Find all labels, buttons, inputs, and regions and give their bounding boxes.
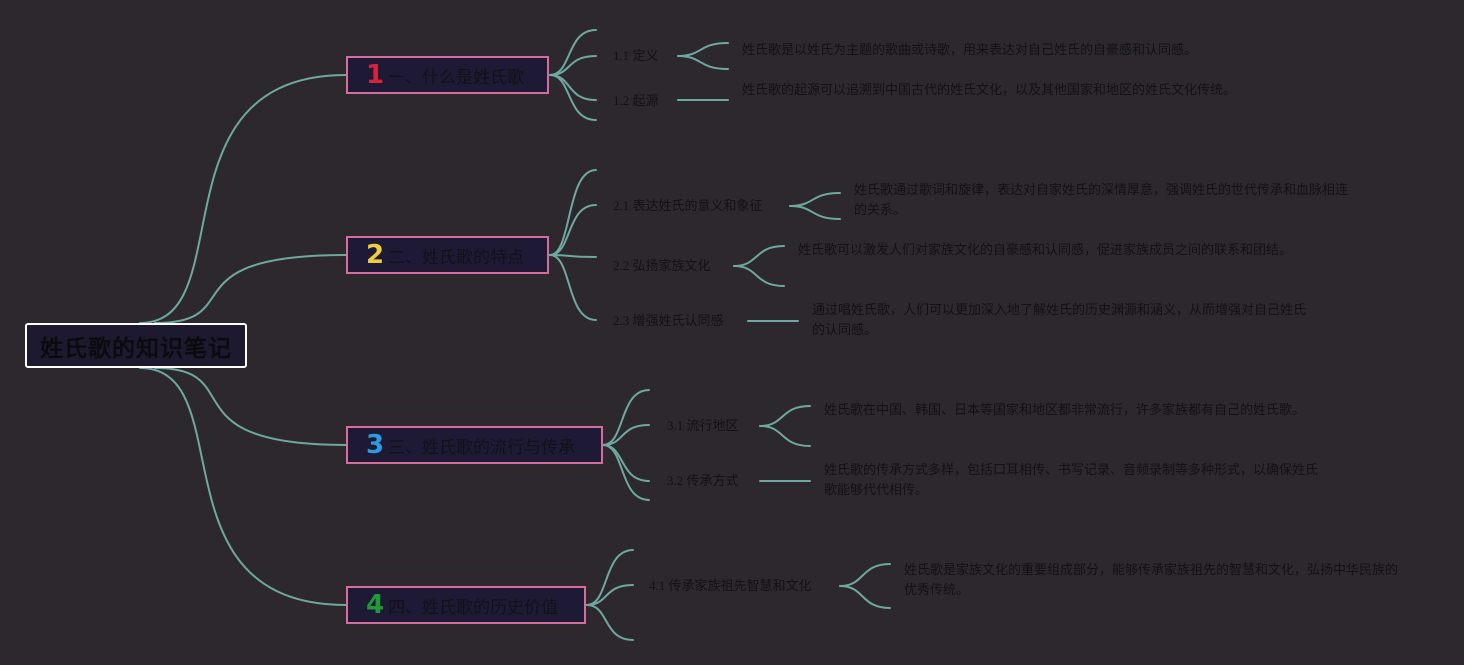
link-sub-2-1-1	[789, 192, 841, 207]
fan-branch-3-1	[602, 389, 650, 446]
subtopic-2-2[interactable]: 2.2 弘扬家族文化	[613, 258, 711, 273]
branch-node-2[interactable]: 2 二、姓氏歌的特点	[346, 236, 549, 274]
subtopic-4-1-description: 姓氏歌是家族文化的重要组成部分，能够传承家族祖先的智慧和文化，弘扬中华民族的优秀…	[904, 563, 1399, 598]
branch-label-2: 二、姓氏歌的特点	[388, 247, 525, 268]
branch-number-1: 1	[366, 60, 385, 90]
subtopic-3-2-description: 姓氏歌的传承方式多样，包括口耳相传、书写记录、音频录制等多种形式，以确保姓氏歌能…	[824, 463, 1319, 498]
subtopic-2-1-description: 姓氏歌通过歌词和旋律，表达对自家姓氏的深情厚意，强调姓氏的世代传承和血脉相连的关…	[854, 183, 1349, 218]
fan-branch-1-2	[549, 55, 597, 76]
branch-number-2: 2	[366, 240, 385, 270]
subtopic-3-1-description: 姓氏歌在中国、韩国、日本等国家和地区都非常流行，许多家族都有自己的姓氏歌。	[824, 403, 1306, 418]
branch-number-4: 4	[366, 590, 385, 620]
fan-branch-1-1	[549, 29, 597, 76]
link-root-branch-1	[139, 74, 347, 324]
link-sub-2-2-1	[733, 245, 785, 267]
subtopic-1-2[interactable]: 1.2 起源	[613, 93, 659, 108]
link-sub-4-1-1	[839, 563, 891, 587]
branch-number-3: 3	[366, 430, 385, 460]
subtopic-2-3-description: 通过唱姓氏歌，人们可以更加深入地了解姓氏的历史渊源和涵义，从而增强对自己姓氏的认…	[812, 303, 1307, 338]
fan-branch-2-3	[549, 254, 597, 258]
link-root-branch-3	[154, 367, 347, 446]
link-sub-2-1-2	[789, 205, 841, 220]
link-sub-1-1-2	[677, 55, 729, 70]
branch-node-4[interactable]: 4 四、姓氏歌的历史价值	[346, 586, 586, 624]
root-title: 姓氏歌的知识笔记	[40, 335, 232, 362]
subtopic-3-2[interactable]: 3.2 传承方式	[667, 473, 739, 488]
fan-branch-2-4	[549, 254, 597, 321]
link-root-branch-4	[139, 367, 347, 606]
link-sub-4-1-2	[839, 585, 891, 609]
fan-branch-4-1	[586, 549, 634, 606]
fan-branch-2-1	[549, 169, 597, 256]
subtopic-4-1[interactable]: 4.1 传承家族祖先智慧和文化	[649, 578, 812, 593]
branch-label-1: 一、什么是姓氏歌	[388, 67, 525, 88]
fan-branch-3-4	[602, 444, 650, 501]
branch-label-3: 三、姓氏歌的流行与传承	[388, 437, 576, 458]
fan-branch-3-2	[602, 424, 650, 446]
branch-node-3[interactable]: 3 三、姓氏歌的流行与传承	[346, 426, 603, 464]
subtopic-1-2-description: 姓氏歌的起源可以追溯到中国古代的姓氏文化，以及其他国家和地区的姓氏文化传统。	[742, 83, 1237, 98]
branch-label-4: 四、姓氏歌的历史价值	[388, 597, 559, 618]
branch-node-1[interactable]: 1 一、什么是姓氏歌	[346, 56, 549, 94]
link-sub-3-1-1	[759, 405, 811, 427]
subtopic-3-1[interactable]: 3.1 流行地区	[667, 418, 739, 433]
subtopic-2-1[interactable]: 2.1 表达姓氏的意义和象征	[613, 198, 763, 213]
root-node[interactable]: 姓氏歌的知识笔记	[25, 323, 247, 368]
link-sub-1-1-1	[677, 42, 729, 57]
subtopic-1-1[interactable]: 1.1 定义	[613, 48, 659, 63]
subtopic-2-3[interactable]: 2.3 增强姓氏认同感	[613, 313, 724, 328]
link-sub-2-2-2	[733, 265, 785, 287]
fan-branch-2-2	[549, 204, 597, 256]
fan-branch-4-3	[586, 604, 634, 641]
subtopic-1-1-description: 姓氏歌是以姓氏为主题的歌曲或诗歌，用来表达对自己姓氏的自豪感和认同感。	[742, 43, 1198, 58]
fan-branch-3-3	[602, 444, 650, 482]
fan-branch-1-4	[549, 74, 597, 121]
link-root-branch-2	[154, 254, 347, 324]
subtopic-2-2-description: 姓氏歌可以激发人们对家族文化的自豪感和认同感，促进家族成员之间的联系和团结。	[798, 243, 1293, 258]
fan-branch-1-3	[549, 74, 597, 101]
fan-branch-4-2	[586, 584, 634, 606]
link-sub-3-1-2	[759, 425, 811, 447]
